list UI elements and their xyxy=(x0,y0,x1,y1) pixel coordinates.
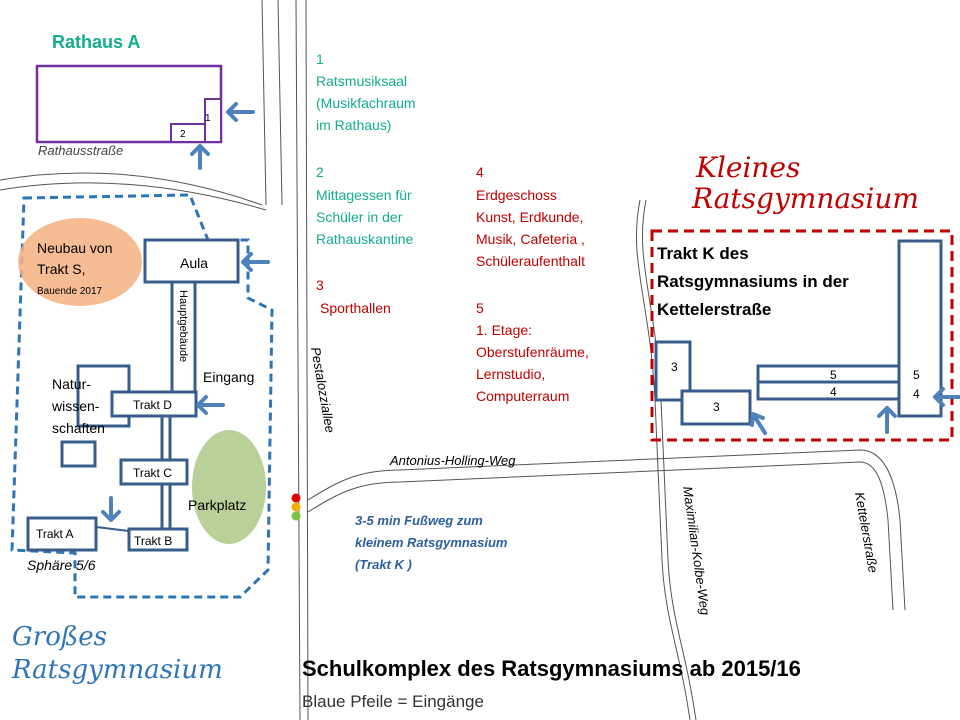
corridor xyxy=(160,414,172,462)
entrance-arrow-icon xyxy=(226,102,255,122)
natur-label: Natur- xyxy=(52,376,91,392)
svg-text:(Trakt K ): (Trakt K ) xyxy=(355,557,412,572)
svg-text:1. Etage:: 1. Etage: xyxy=(476,322,532,338)
neubau-label: Bauende 2017 xyxy=(37,286,103,297)
parkplatz-label: Parkplatz xyxy=(188,497,246,513)
small-school-title: Kleines xyxy=(695,151,800,184)
big-school-title: Ratsgymnasium xyxy=(11,655,223,685)
entrance-arrow-icon xyxy=(196,395,225,415)
trakt-k-description: Trakt K des Ratsgymnasiums in der Kettel… xyxy=(657,244,849,319)
trakt-d-building xyxy=(110,390,198,418)
svg-text:Kunst, Erdkunde,: Kunst, Erdkunde, xyxy=(476,209,583,225)
rathaus-title: Rathaus A xyxy=(52,32,140,52)
svg-text:Musik, Cafeteria ,: Musik, Cafeteria , xyxy=(476,231,585,247)
sphaere-label: Sphäre 5/6 xyxy=(27,557,96,573)
svg-text:Rathauskantine: Rathauskantine xyxy=(316,231,414,247)
trakt-b-building xyxy=(127,527,189,552)
maximilian-kolbe-weg-label: Maximilian-Kolbe-Weg xyxy=(680,485,713,616)
walk-note: 3-5 min Fußweg zum kleinem Ratsgymnasium… xyxy=(355,513,508,572)
svg-text:Computerraum: Computerraum xyxy=(476,388,569,404)
neubau-trakt-s-area xyxy=(18,218,142,306)
svg-text:1: 1 xyxy=(316,51,324,67)
legend-green: 1 Ratsmusiksaal (Musikfachraum im Rathau… xyxy=(316,51,416,247)
roads xyxy=(0,0,906,720)
trakt-a-building xyxy=(26,516,98,552)
entrance-arrow-icon xyxy=(877,406,897,434)
building-number: 5 xyxy=(830,368,837,382)
natur-label: schaften xyxy=(52,420,105,436)
svg-text:Mittagessen für: Mittagessen für xyxy=(316,187,412,203)
entrance-arrow-icon xyxy=(101,496,121,522)
svg-text:Trakt K des: Trakt K des xyxy=(657,244,749,263)
building-number: 4 xyxy=(830,385,837,399)
building-number: 3 xyxy=(713,400,720,414)
entrance-arrow-icon xyxy=(241,252,270,272)
trakt-a-label: Trakt A xyxy=(36,527,74,541)
antonius-holling-weg-label: Antonius-Holling-Weg xyxy=(389,453,516,468)
svg-text:im Rathaus): im Rathaus) xyxy=(316,117,391,133)
legend-red: 3 Sporthallen 4 Erdgeschoss Kunst, Erdku… xyxy=(316,164,589,404)
svg-text:Oberstufenräume,: Oberstufenräume, xyxy=(476,344,589,360)
big-school-boundary xyxy=(10,193,274,599)
svg-text:4: 4 xyxy=(476,164,484,180)
trakt-c-label: Trakt C xyxy=(133,466,172,480)
svg-text:Lernstudio,: Lernstudio, xyxy=(476,366,545,382)
neubau-label: Trakt S, xyxy=(37,261,86,277)
trakt-b-label: Trakt B xyxy=(134,534,172,548)
svg-text:Sporthallen: Sporthallen xyxy=(320,300,391,316)
svg-text:3-5 min Fußweg zum: 3-5 min Fußweg zum xyxy=(355,513,483,528)
small-school-title: Ratsgymnasium xyxy=(691,182,919,215)
big-school-title: Großes xyxy=(12,622,107,652)
corridor xyxy=(160,482,172,531)
svg-text:kleinem Ratsgymnasium: kleinem Ratsgymnasium xyxy=(355,535,508,550)
small-school-boundary xyxy=(650,229,954,442)
building-number: 4 xyxy=(913,387,920,401)
neubau-label: Neubau von xyxy=(37,240,113,256)
building-number: 3 xyxy=(671,360,678,374)
rathaus-room-1 xyxy=(204,98,222,143)
entrance-arrow-icon xyxy=(750,412,767,435)
traffic-light-icon xyxy=(291,493,301,521)
rathaus-room-1-label: 1 xyxy=(205,113,211,124)
sporthalle-building xyxy=(680,389,752,426)
hauptgebaeude-label: Hauptgebäude xyxy=(177,290,189,362)
svg-text:Ratsmusiksaal: Ratsmusiksaal xyxy=(316,73,407,89)
svg-text:Schüler in der: Schüler in der xyxy=(316,209,403,225)
aula-building xyxy=(143,238,240,284)
rathaus-room-2 xyxy=(170,123,206,143)
pestalozziallee-label: Pestalozziallee xyxy=(308,346,338,434)
natur-label: wissen- xyxy=(51,398,100,414)
eingang-label: Eingang xyxy=(203,369,254,385)
svg-text:(Musikfachraum: (Musikfachraum xyxy=(316,95,416,111)
rathaus-room-2-label: 2 xyxy=(180,129,186,140)
svg-text:3: 3 xyxy=(316,277,324,293)
svg-text:Schüleraufenthalt: Schüleraufenthalt xyxy=(476,253,585,269)
map-subtitle: Blaue Pfeile = Eingänge xyxy=(302,692,484,711)
svg-text:2: 2 xyxy=(316,164,324,180)
main-wing-building xyxy=(897,239,943,418)
kettelerstrasse-label: Kettelerstraße xyxy=(852,491,881,574)
entrance-arrow-icon xyxy=(933,387,960,407)
rathausstrasse-label: Rathausstraße xyxy=(38,143,123,158)
svg-text:Erdgeschoss: Erdgeschoss xyxy=(476,187,557,203)
small-building xyxy=(60,440,97,468)
parkplatz-area xyxy=(192,430,266,544)
trakt-c-building xyxy=(119,458,189,486)
entrance-arrow-icon xyxy=(190,144,210,170)
building-number: 5 xyxy=(913,368,920,382)
svg-text:Kettelerstraße: Kettelerstraße xyxy=(657,300,771,319)
map-title: Schulkomplex des Ratsgymnasiums ab 2015/… xyxy=(302,656,801,681)
svg-text:5: 5 xyxy=(476,300,484,316)
svg-text:Ratsgymnasiums in der: Ratsgymnasiums in der xyxy=(657,272,849,291)
trakt-d-label: Trakt D xyxy=(133,398,172,412)
connector xyxy=(95,526,130,532)
aula-label: Aula xyxy=(180,255,208,271)
